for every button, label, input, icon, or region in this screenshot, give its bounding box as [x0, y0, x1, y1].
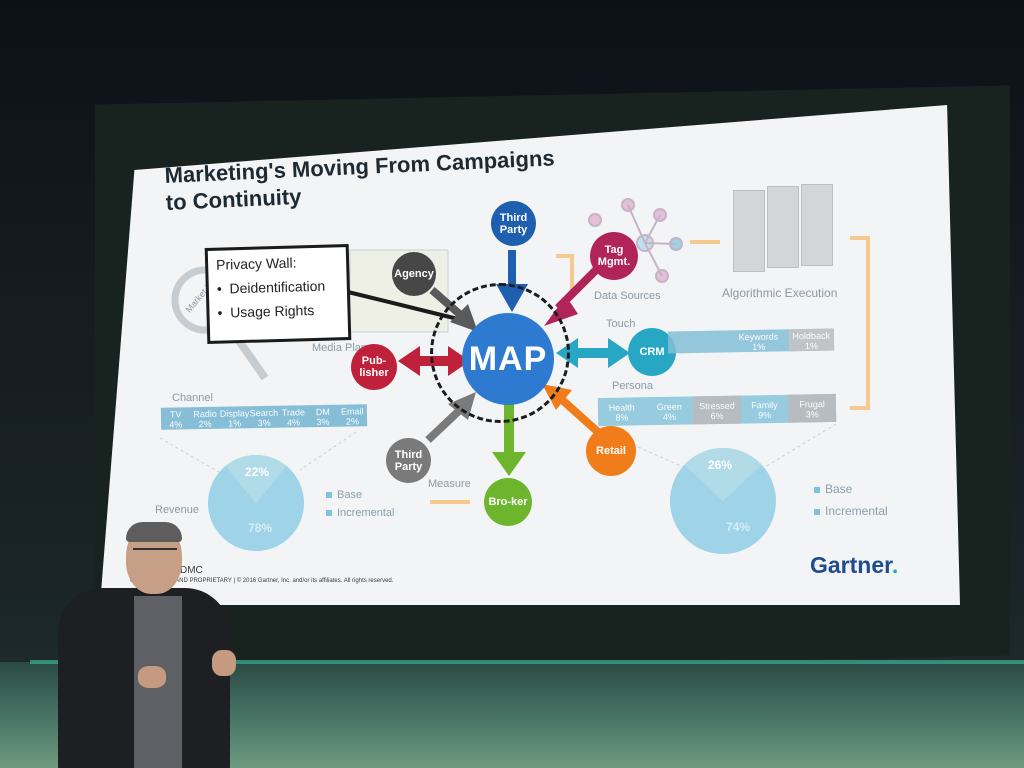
revenue-pie-right: 26% 74%: [670, 448, 776, 554]
legend-item: Base: [326, 489, 394, 501]
node-third-party-top: Third Party: [491, 201, 536, 246]
map-center-node: MAP: [462, 313, 554, 405]
label-algorithmic-execution: Algorithmic Execution: [722, 286, 837, 300]
pie-right-large-label: 74%: [726, 520, 750, 534]
label-data-sources: Data Sources: [594, 290, 661, 302]
gartner-logo: Gartner.: [810, 552, 898, 579]
legend-left: Base Incremental: [326, 489, 394, 519]
node-third-party-bottom: Third Party: [386, 438, 431, 483]
touch-cell-spacer: [668, 330, 729, 353]
presenter-hand: [212, 650, 236, 676]
privacy-wall-item: • Deidentification: [217, 277, 339, 296]
connector-line: [556, 256, 572, 290]
legend-item: Incremental: [326, 507, 394, 519]
legend-item: Incremental: [814, 504, 888, 518]
slide-title-line2: to Continuity: [165, 184, 302, 215]
presenter-hand: [138, 666, 166, 688]
legend-item: Base: [814, 482, 888, 496]
node-tag-mgmt: Tag Mgmt.: [590, 232, 638, 280]
revenue-pie-left: 22% 78%: [208, 455, 304, 551]
node-broker: Bro-ker: [484, 478, 532, 526]
pie-left-large-label: 78%: [248, 521, 272, 535]
label-touch: Touch: [606, 318, 635, 330]
footer-label: DMC: [180, 565, 203, 576]
legend-right: Base Incremental: [814, 482, 888, 518]
privacy-wall-box: Privacy Wall: • Deidentification • Usage…: [205, 244, 352, 344]
node-agency: Agency: [392, 252, 436, 296]
label-channel: Channel: [172, 392, 213, 404]
privacy-wall-heading: Privacy Wall:: [216, 253, 338, 272]
label-revenue: Revenue: [155, 504, 199, 516]
label-measure: Measure: [428, 478, 471, 490]
presenter-hair: [126, 522, 182, 542]
connector-line: [850, 238, 868, 408]
pie-right-small-label: 26%: [708, 458, 732, 472]
presenter-glasses: [133, 548, 177, 557]
privacy-wall-item: • Usage Rights: [217, 301, 339, 320]
node-publisher: Pub-lisher: [351, 344, 397, 390]
node-retail: Retail: [586, 426, 636, 476]
label-persona: Persona: [612, 380, 653, 392]
pie-left-small-label: 22%: [245, 465, 269, 479]
